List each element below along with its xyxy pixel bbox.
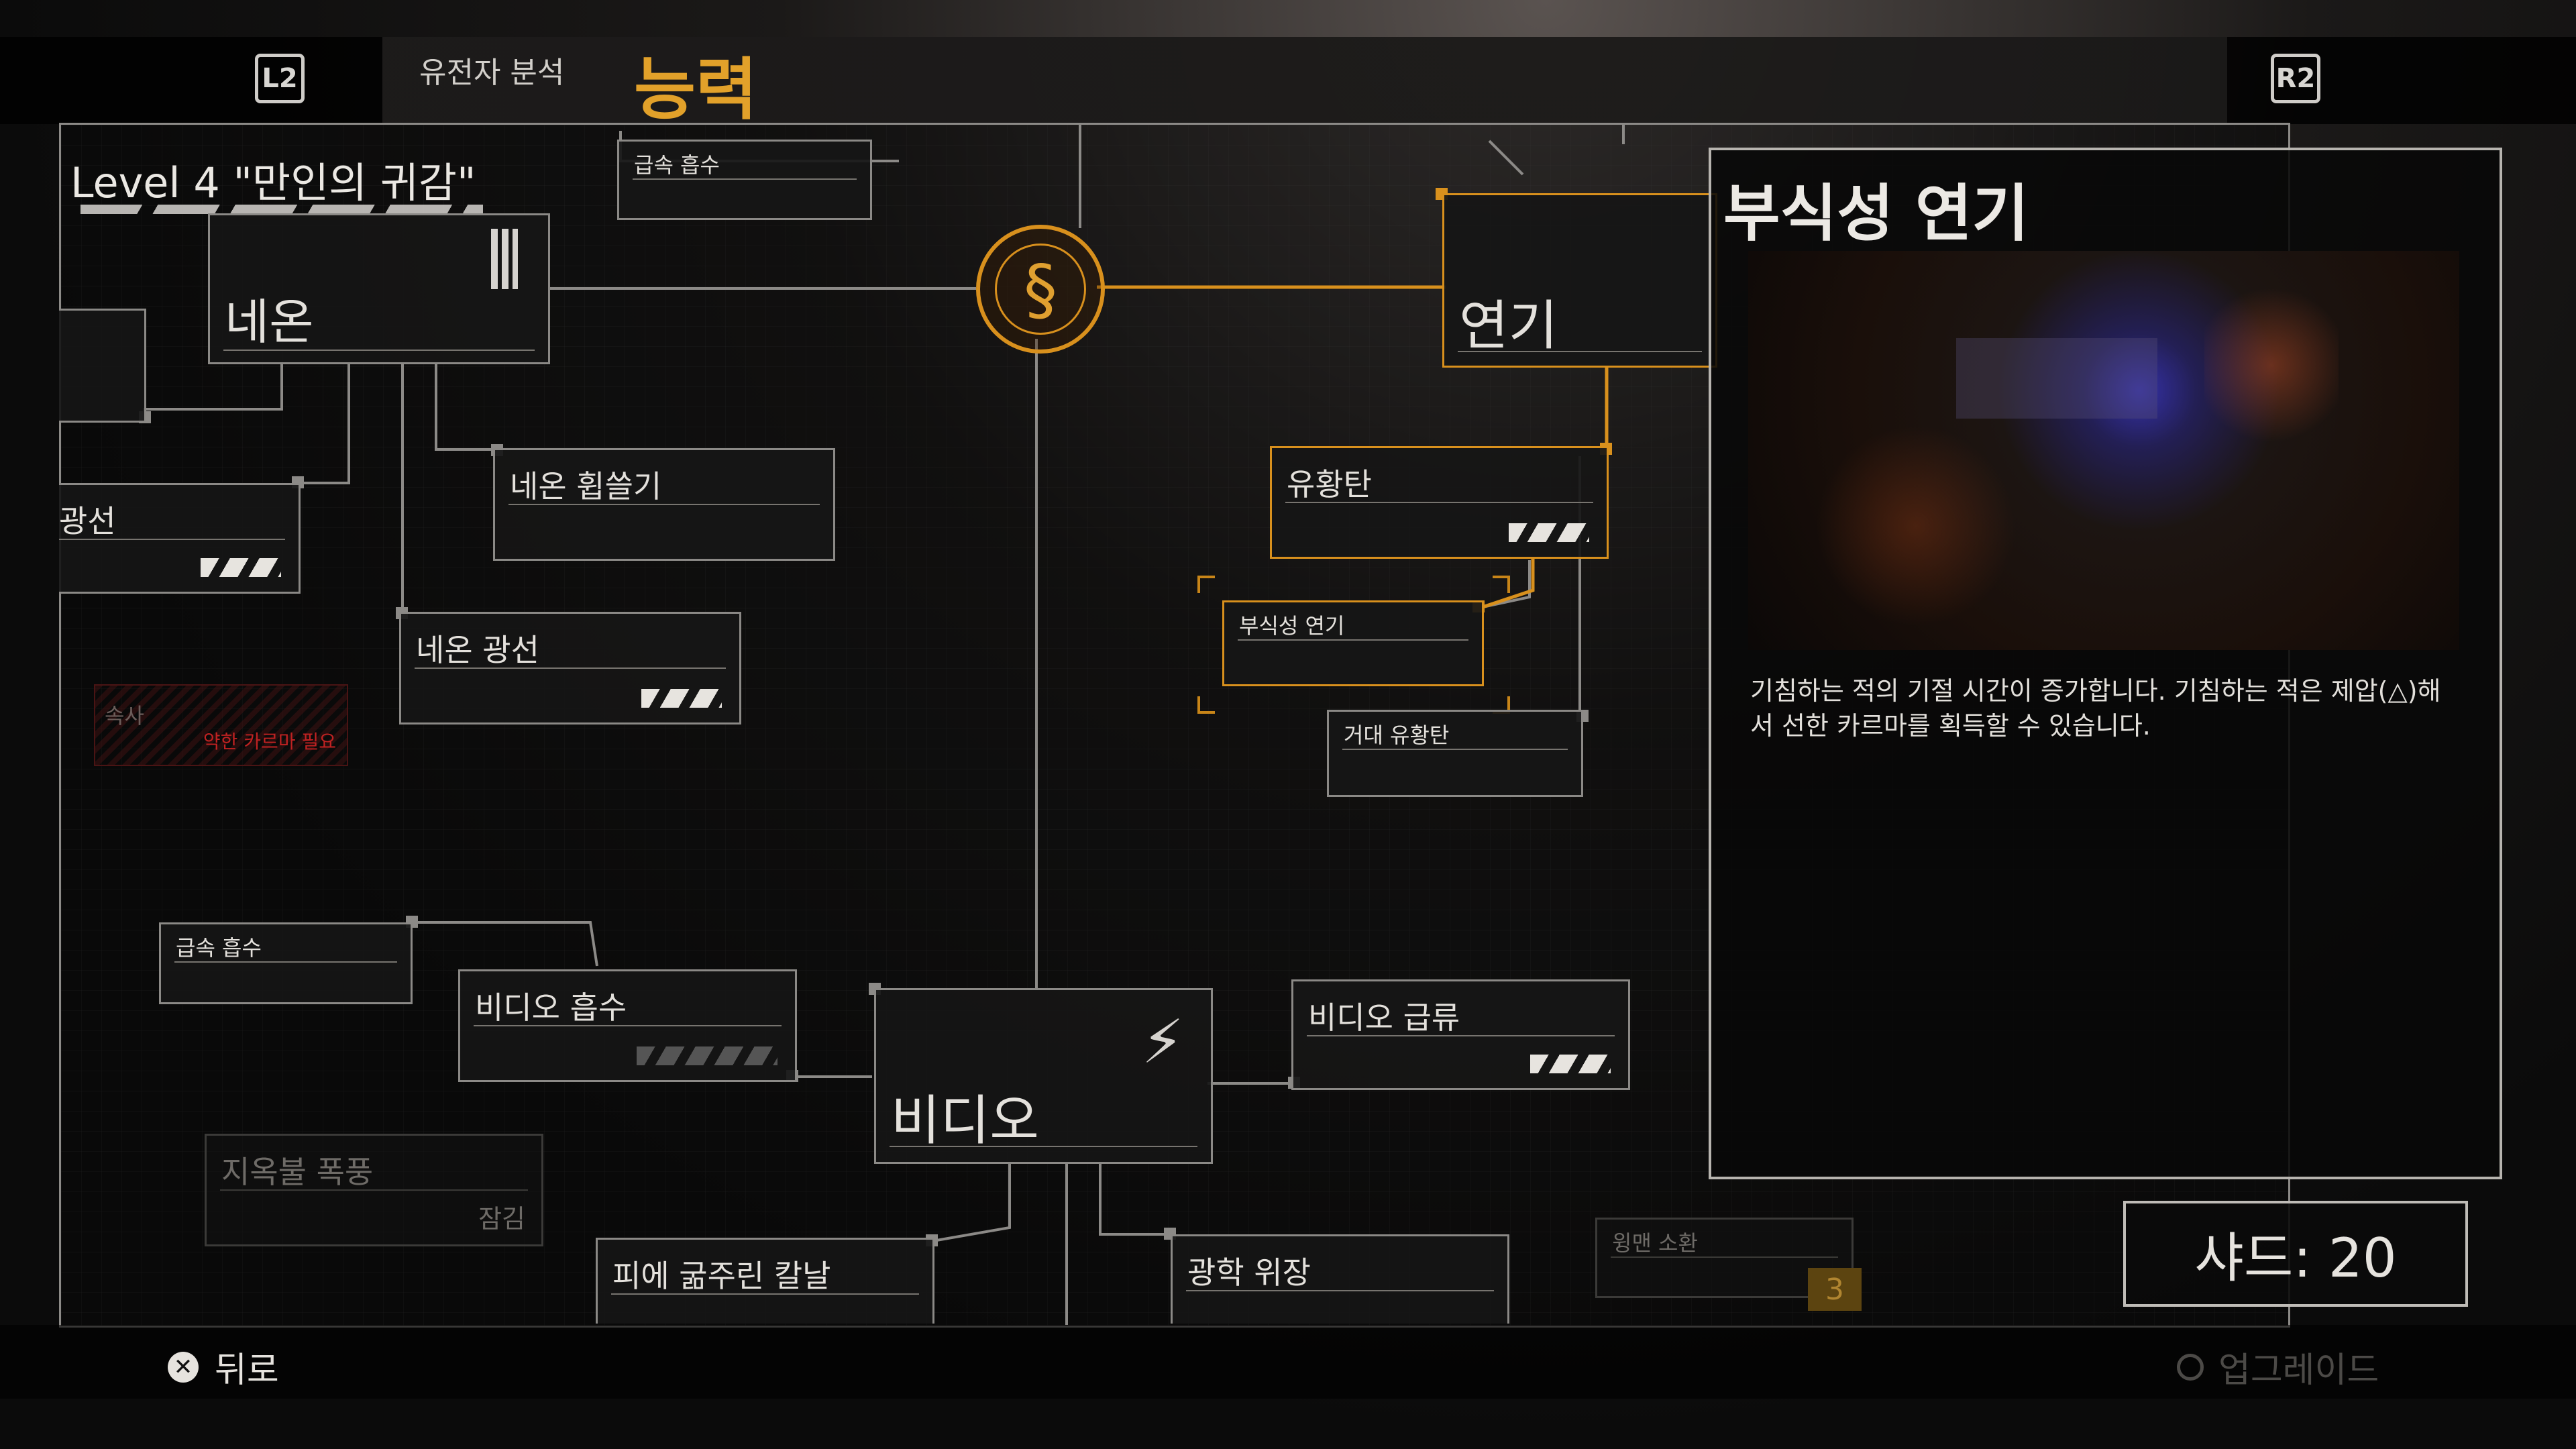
upgrade-label: 업그레이드	[2218, 1350, 2379, 1391]
cross-button-icon: ✕	[168, 1351, 199, 1383]
l2-button-icon[interactable]: L2	[255, 54, 305, 103]
node-label: 연기	[1459, 294, 1558, 357]
node-label: 네온 광선	[416, 632, 539, 668]
node-fast-absorb-left[interactable]: 급속 흡수	[159, 922, 413, 1004]
node-partial-left[interactable]	[59, 309, 146, 423]
tab-genetic-analysis[interactable]: 유전자 분석	[419, 56, 565, 90]
node-sulfur[interactable]: 유황탄	[1270, 446, 1609, 559]
node-neon-beam[interactable]: 네온 광선	[399, 612, 741, 724]
shard-cost-badge: 3	[1808, 1268, 1862, 1311]
node-label: 급속 흡수	[176, 935, 262, 961]
helix-icon: §	[1024, 250, 1057, 329]
upgrade-button[interactable]: 업그레이드	[2177, 1342, 2379, 1392]
node-label: 비디오	[891, 1089, 1039, 1152]
node-label: 비디오 흡수	[475, 989, 627, 1026]
node-smoke[interactable]: 연기	[1442, 193, 1717, 368]
node-label: 지옥불 폭풍	[221, 1154, 374, 1190]
ability-detail-panel: 부식성 연기 기침하는 적의 기절 시간이 증가합니다. 기침하는 적은 제압(…	[1709, 148, 2502, 1179]
node-hellfire-storm[interactable]: 지옥불 폭풍 잠김	[205, 1134, 543, 1246]
node-label: 부식성 연기	[1239, 613, 1345, 639]
circle-button-icon	[2177, 1353, 2204, 1381]
node-video[interactable]: 비디오 ⚡	[874, 988, 1213, 1164]
node-beam-partial[interactable]: 광선	[59, 483, 301, 594]
node-label: 광학 위장	[1187, 1254, 1311, 1291]
node-label: 피에 굶주린 칼날	[612, 1258, 831, 1294]
level-title: Level 4 "만인의 귀감"	[70, 158, 476, 207]
node-label: 거대 유황탄	[1344, 722, 1450, 748]
node-giant-sulfur[interactable]: 거대 유황탄	[1327, 710, 1583, 797]
node-label: 네온 휩쓸기	[510, 468, 662, 504]
r2-button-icon[interactable]: R2	[2271, 54, 2320, 103]
karma-emblem: §	[976, 225, 1105, 354]
bottom-bar	[0, 1325, 2576, 1399]
node-label: 유황탄	[1287, 466, 1372, 502]
node-label: 광선	[59, 503, 116, 539]
node-neon[interactable]: 네온	[208, 213, 550, 364]
selection-bracket-tr	[1493, 576, 1510, 593]
node-label: 급속 흡수	[634, 152, 720, 178]
neon-icon	[491, 229, 518, 289]
node-label: 비디오 급류	[1308, 1000, 1460, 1036]
node-label: 윙맨 소환	[1612, 1230, 1698, 1256]
back-label: 뒤로	[215, 1350, 279, 1391]
node-fast-absorb-top[interactable]: 급속 흡수	[617, 140, 872, 220]
ability-preview-image	[1748, 251, 2459, 650]
back-button[interactable]: ✕ 뒤로	[168, 1342, 279, 1392]
node-optic-camo[interactable]: 광학 위장	[1171, 1234, 1509, 1324]
node-blood-blade[interactable]: 피에 굶주린 칼날	[596, 1238, 934, 1324]
node-video-absorb[interactable]: 비디오 흡수	[458, 969, 797, 1082]
selection-bracket-tl	[1197, 576, 1215, 593]
node-corrosive-smoke[interactable]: 부식성 연기	[1222, 600, 1484, 686]
locked-node-warning[interactable]: 속사 약한 카르마 필요	[94, 684, 348, 766]
ability-title: 부식성 연기	[1723, 178, 2029, 250]
tab-abilities[interactable]: 능력	[634, 50, 757, 129]
locked-label: 잠김	[478, 1204, 525, 1234]
ability-description: 기침하는 적의 기절 시간이 증가합니다. 기침하는 적은 제압(△)해서 선한…	[1750, 676, 2441, 741]
selection-bracket-bl	[1197, 696, 1215, 714]
tab-group	[382, 37, 2227, 124]
shard-counter: 샤드: 20	[2123, 1201, 2468, 1307]
node-video-surge[interactable]: 비디오 급류	[1291, 979, 1630, 1090]
video-icon: ⚡	[1141, 1007, 1184, 1077]
node-label: 속사	[105, 703, 144, 729]
karma-warning-text: 약한 카르마 필요	[203, 731, 336, 753]
node-label: 네온	[225, 294, 314, 350]
level-progress-stripes	[80, 205, 483, 214]
node-neon-sweep[interactable]: 네온 휩쓸기	[493, 448, 835, 561]
